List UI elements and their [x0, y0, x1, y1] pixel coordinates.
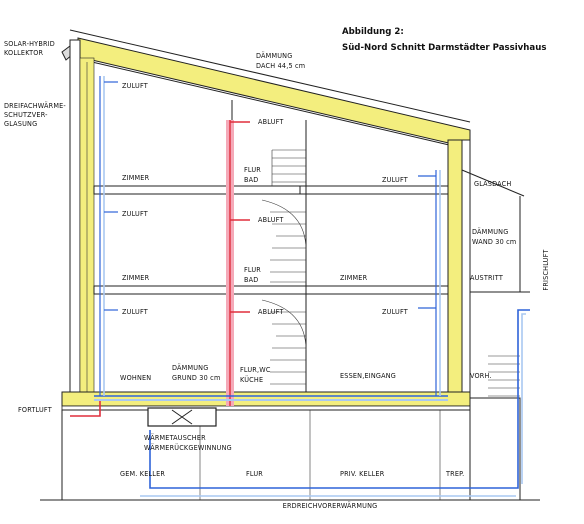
label-fortluft: FORTLUFT	[18, 405, 52, 414]
label-flur-bad-top-1: FLUR	[244, 165, 261, 174]
north-wall-outer	[461, 139, 471, 399]
label-frischluft: FRISCHLUFT	[541, 249, 550, 290]
label-flur-wc-2: KÜCHE	[240, 375, 263, 384]
label-roof-insulation-2: DACH 44,5 cm	[256, 61, 305, 70]
roof-inner-line	[91, 61, 463, 149]
stair-lower	[261, 299, 307, 385]
glass-roof	[461, 169, 525, 197]
label-zimmer-mid-left: ZIMMER	[122, 273, 150, 282]
label-zuluft-top: ZULUFT	[122, 81, 148, 90]
label-zuluft-right-top: ZULUFT	[382, 175, 408, 184]
heat-exchanger-symbol	[171, 409, 193, 425]
label-zimmer-top: ZIMMER	[122, 173, 150, 182]
label-flur-basement: FLUR	[246, 469, 263, 478]
label-flur-bad-mid-1: FLUR	[244, 265, 261, 274]
fresh-air-duct	[149, 309, 530, 489]
label-hrv-2: WÄRMERÜCKGEWINNUNG	[144, 443, 232, 452]
label-wohnen: WOHNEN	[120, 373, 151, 382]
label-hrv-1: WÄRMETAUSCHER	[144, 433, 206, 442]
label-austritt: AUSTRITT	[470, 273, 503, 282]
label-zimmer-mid-right: ZIMMER	[340, 273, 368, 282]
label-flur-wc-1: FLUR,WC	[240, 365, 271, 374]
ground-slab	[61, 405, 471, 411]
label-glazing-3: GLASUNG	[4, 119, 37, 128]
slab-upper-left	[93, 185, 335, 195]
slab-middle	[93, 285, 449, 295]
label-vorh: VORH.	[470, 371, 492, 380]
label-zuluft-low-left: ZULUFT	[122, 307, 148, 316]
label-abluft-mid: ABLUFT	[258, 215, 284, 224]
label-glasdach: GLASDACH	[474, 179, 511, 188]
roof-outer-line	[69, 29, 471, 123]
label-gem-keller: GEM. KELLER	[120, 469, 165, 478]
label-trep: TREP.	[445, 469, 464, 478]
label-ground-insulation-2: GRUND 30 cm	[172, 373, 220, 382]
label-abluft-low: ABLUFT	[258, 307, 284, 316]
title-line1: Abbildung 2:	[342, 27, 404, 37]
label-wall-insulation-1: DÄMMUNG	[472, 227, 508, 236]
slab-upper-right	[299, 185, 449, 195]
south-wall-outer	[69, 39, 81, 396]
label-ground-insulation-1: DÄMMUNG	[172, 363, 208, 372]
label-zuluft-mid-left: ZULUFT	[122, 209, 148, 218]
label-glazing-2: SCHUTZVER-	[4, 110, 48, 119]
label-roof-insulation-1: DÄMMUNG	[256, 51, 292, 60]
stair-upper	[271, 149, 306, 186]
label-solar-hybrid-2: KOLLEKTOR	[4, 48, 44, 57]
basement-annex	[469, 397, 521, 501]
stair-middle	[261, 199, 307, 283]
north-wall-insulation	[447, 139, 463, 399]
basement-outline	[61, 409, 471, 501]
label-essen-eingang: ESSEN,EINGANG	[340, 371, 396, 380]
label-flur-bad-top-2: BAD	[244, 175, 258, 184]
label-glazing-1: DREIFACHWÄRME-	[4, 101, 66, 110]
fresh-air-duct-light	[521, 313, 526, 484]
label-flur-bad-mid-2: BAD	[244, 275, 258, 284]
label-priv-keller: PRIV. KELLER	[340, 469, 385, 478]
title-line2: Süd-Nord Schnitt Darmstädter Passivhaus	[342, 43, 546, 53]
label-wall-insulation-2: WAND 30 cm	[472, 237, 516, 246]
stair-annex	[488, 355, 520, 397]
label-erdreich: ERDREICHVORERWÄRMUNG	[283, 501, 378, 510]
label-zuluft-low-right: ZULUFT	[382, 307, 408, 316]
label-abluft-top: ABLUFT	[258, 117, 284, 126]
label-solar-hybrid-1: SOLAR-HYBRID	[4, 39, 55, 48]
